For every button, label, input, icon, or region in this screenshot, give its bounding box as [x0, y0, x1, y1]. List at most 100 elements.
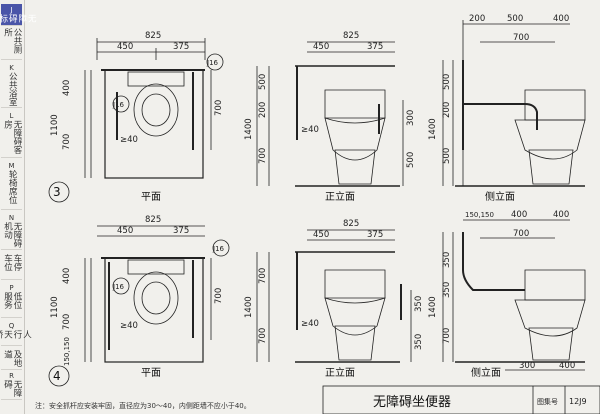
- side-view-3-labels: 200 500 400 700 1400 500 200 500 侧立面: [428, 14, 569, 203]
- plan4-tag-a: J16: [112, 283, 125, 291]
- plan4-dim-right: 375: [173, 226, 189, 236]
- side-view-4-labels: 150,150 400 400 700 1400 350 350 700 300…: [428, 210, 575, 379]
- plan-view-3: [48, 38, 224, 203]
- front3-dim-right: 375: [367, 42, 383, 52]
- plan-view-4-labels: 825 450 375 400 700 1100 150,150 700 ≥40…: [50, 215, 225, 383]
- front4-h-total: 1400: [244, 296, 254, 318]
- front-view-3-labels: 825 450 375 1400 500 200 700 ≥40 300 500…: [244, 31, 416, 203]
- front4-side-a: 350: [414, 296, 424, 312]
- sidebar-tab-label: 公共浴室: [7, 72, 18, 106]
- front4-d-total: 825: [343, 219, 359, 229]
- side4-h-total: 1400: [428, 296, 438, 318]
- front3-pedestal: [334, 149, 376, 185]
- side4-d-c: 400: [553, 210, 569, 220]
- catalog-sidebar: J无障碍标识公共厕所K公共浴室L无障碍客房M轮椅席位N无障碍机动车停车位P低位服…: [0, 0, 36, 414]
- sidebar-tab-label: 人行天桥: [0, 330, 32, 339]
- sidebar-tab-8[interactable]: Q人行天桥: [0, 320, 32, 346]
- sidebar-tab-label: 无障碍客房: [2, 120, 23, 154]
- sidebar-tab-code: R: [9, 372, 14, 380]
- sidebar-tab-code: N: [8, 214, 15, 222]
- plan-view-4: [48, 225, 230, 387]
- side3-h-total: 1400: [428, 118, 438, 140]
- front3-h-c: 700: [258, 148, 268, 164]
- side3-h-a: 500: [442, 74, 452, 90]
- side3-tank: [524, 89, 586, 121]
- toilet-drawing-sheet: 825 450 375 400 700 1100 700 ≥40 J16 J16…: [35, 14, 600, 414]
- row3-number-circle: [48, 181, 70, 203]
- plan3-tag-b: J16: [206, 59, 219, 67]
- front4-d-left: 450: [313, 230, 329, 240]
- front3-h-a: 500: [258, 74, 268, 90]
- plan3-height-label: 700: [214, 100, 224, 116]
- sidebar-tab-code: J: [10, 6, 13, 14]
- front3-dim-left: 450: [313, 42, 329, 52]
- front4-title: 正立面: [325, 366, 355, 379]
- side3-d-c: 400: [553, 14, 569, 24]
- front-view-4-labels: 825 450 375 1400 700 700 ≥40 350 350 正立面: [244, 219, 424, 379]
- side4-d-a: 150,150: [465, 211, 494, 219]
- side3-h-c: 500: [442, 148, 452, 164]
- drawing-note: 注：安全抓杆应安装牢固，直径应为30～40，内侧距墙不应小于40。: [35, 401, 251, 410]
- plan3-bowl: [133, 83, 179, 137]
- side4-title: 侧立面: [471, 366, 501, 379]
- front-view-3: [256, 41, 404, 187]
- side-view-3: [442, 20, 586, 187]
- plan3-tag-a: J16: [112, 101, 125, 109]
- sidebar-tab-label: 轮椅席位: [7, 170, 18, 204]
- front3-tank: [324, 89, 386, 119]
- plan3-dim-left-label: 450: [117, 42, 133, 52]
- plan3-tank: [127, 71, 185, 87]
- sidebar-tab-label: 无障碍机动: [2, 222, 23, 248]
- sidebar-tab-code: Q: [8, 322, 15, 330]
- sidebar-tab-code: L: [9, 112, 14, 120]
- plan4-v-top: 400: [62, 268, 72, 284]
- plan4-tag-b: J16: [212, 245, 225, 253]
- sidebar-tab-9[interactable]: 及地道: [1, 348, 22, 370]
- side3-h-b: 200: [442, 102, 452, 118]
- sidebar-tab-label: 无障碍标识: [0, 14, 37, 23]
- front4-h-b: 700: [258, 328, 268, 344]
- plan3-tag-a-circle: [112, 95, 130, 113]
- sidebar-tab-0[interactable]: J无障碍标识: [0, 4, 36, 26]
- front3-h-total: 1400: [244, 118, 254, 140]
- plan3-v-total-label: 1100: [50, 114, 60, 136]
- sidebar-tab-6[interactable]: 车停车位: [1, 252, 22, 280]
- row-4-group: 825 450 375 400 700 1100 150,150 700 ≥40…: [48, 210, 586, 387]
- plan4-dim-left: 450: [117, 226, 133, 236]
- sidebar-tab-code: K: [9, 64, 14, 72]
- side4-h-c: 700: [442, 328, 452, 344]
- front3-title: 正立面: [325, 190, 355, 203]
- front3-clearance: ≥40: [301, 125, 319, 135]
- plan4-v-small: 150,150: [63, 337, 71, 366]
- side4-d-mid: 700: [513, 229, 529, 239]
- plan4-v-total: 1100: [50, 296, 60, 318]
- plan3-v-top-label: 400: [62, 80, 72, 96]
- side3-grab-bar-h: [463, 103, 538, 130]
- front-view-4: [256, 229, 412, 363]
- title-block-atlas-label: 图集号: [537, 397, 558, 406]
- plan-view-3-labels: 825 450 375 400 700 1100 700 ≥40 J16 J16…: [50, 31, 224, 203]
- side4-h-a: 350: [442, 252, 452, 268]
- front4-clearance: ≥40: [301, 319, 319, 329]
- title-block: [322, 385, 600, 414]
- sidebar-tab-label: 低位服务: [2, 292, 23, 309]
- row3-number: 3: [53, 185, 61, 199]
- plan4-v-bottom: 700: [62, 314, 72, 330]
- front4-h-a: 700: [258, 268, 268, 284]
- sidebar-tab-1[interactable]: 公共厕所: [1, 26, 22, 60]
- sidebar-tab-label: 无障碍: [2, 380, 23, 397]
- plan3-dim-total-label: 825: [145, 31, 161, 41]
- front3-h-b: 200: [258, 102, 268, 118]
- plan3-clearance-label: ≥40: [120, 135, 138, 145]
- sidebar-tab-code: M: [8, 162, 15, 170]
- side4-d-bottom-a: 300: [519, 361, 535, 371]
- plan4-title: 平面: [141, 368, 161, 379]
- front3-side-a: 300: [406, 110, 416, 126]
